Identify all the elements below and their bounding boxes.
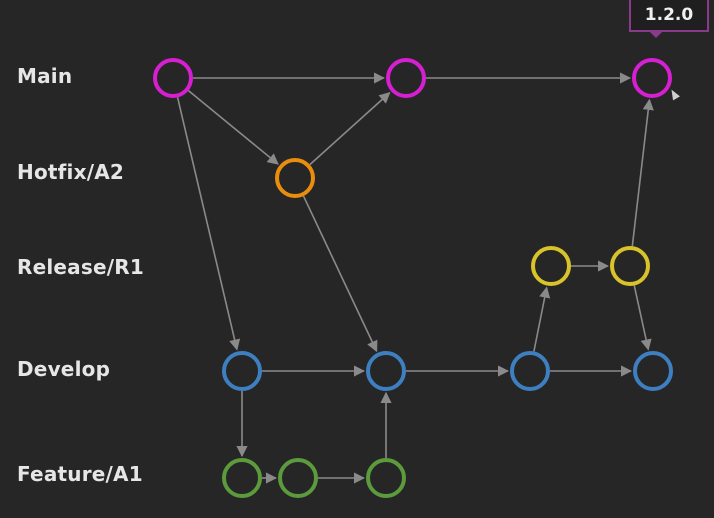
commit-node-d1[interactable] bbox=[222, 351, 262, 391]
edge-layer bbox=[176, 72, 654, 484]
commit-node-r1[interactable] bbox=[531, 246, 571, 286]
lane-label-feature: Feature/A1 bbox=[17, 462, 143, 486]
version-tag-pointer bbox=[650, 32, 662, 38]
commit-node-d2[interactable] bbox=[366, 351, 406, 391]
commit-layer bbox=[153, 58, 673, 498]
lane-label-develop: Develop bbox=[17, 357, 111, 381]
commit-node-f1[interactable] bbox=[222, 458, 262, 498]
edge-h1-d2 bbox=[302, 195, 378, 353]
version-tag[interactable]: 1.2.0 bbox=[629, 0, 709, 32]
commit-node-h1[interactable] bbox=[275, 158, 315, 198]
edge-d3-r1 bbox=[533, 286, 551, 352]
commit-node-d3[interactable] bbox=[510, 351, 550, 391]
commit-node-m3[interactable] bbox=[632, 58, 672, 98]
commit-node-d4[interactable] bbox=[633, 351, 673, 391]
edge-m1-d1 bbox=[176, 97, 241, 351]
commit-node-f2[interactable] bbox=[278, 458, 318, 498]
commit-node-m2[interactable] bbox=[386, 58, 426, 98]
lane-label-release: Release/R1 bbox=[17, 255, 144, 279]
edge-h1-m2 bbox=[309, 91, 391, 166]
commit-node-m1[interactable] bbox=[153, 58, 193, 98]
lane-label-hotfix: Hotfix/A2 bbox=[17, 160, 124, 184]
lane-label-main: Main bbox=[17, 64, 73, 88]
edge-m1-h1 bbox=[187, 90, 279, 165]
edge-r2-d4 bbox=[633, 285, 652, 351]
commit-node-r2[interactable] bbox=[610, 246, 650, 286]
commit-node-f3[interactable] bbox=[366, 458, 406, 498]
edge-r2-m3 bbox=[631, 98, 654, 247]
